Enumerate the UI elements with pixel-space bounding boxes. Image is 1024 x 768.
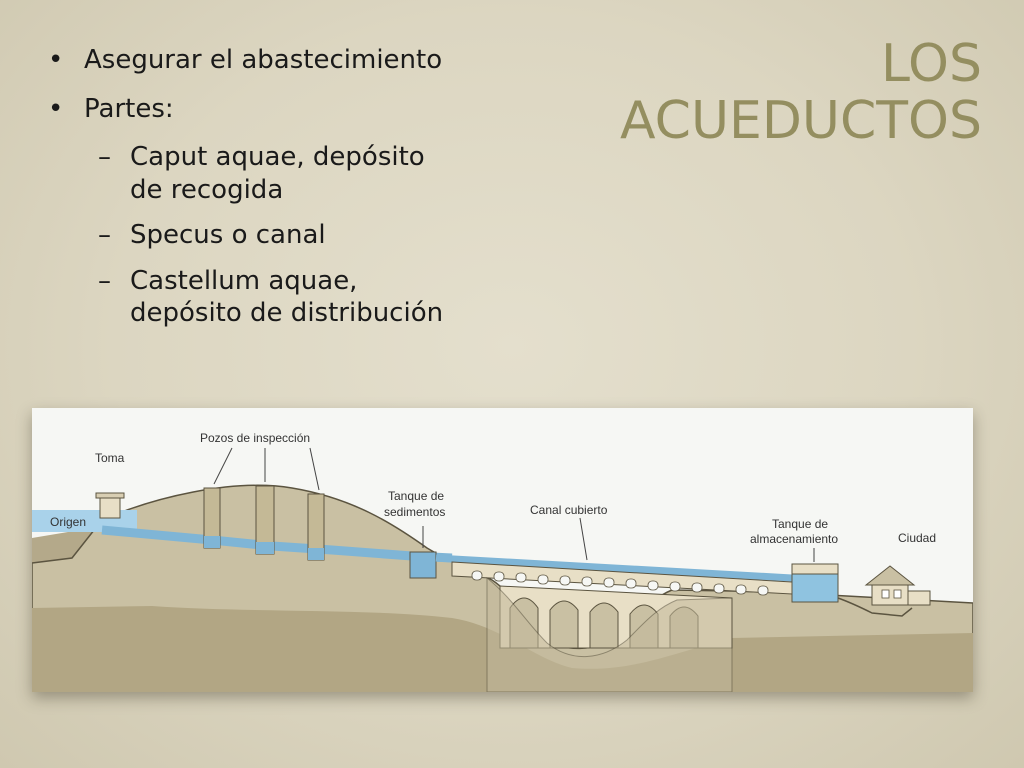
label-canal: Canal cubierto bbox=[530, 503, 608, 517]
leader-lines bbox=[213, 447, 815, 562]
sub-bullet-caput: Caput aquae, depósito de recogida bbox=[40, 141, 510, 206]
bullet-list: Asegurar el abastecimiento Partes: Caput… bbox=[40, 44, 510, 343]
label-tanque-sedimentos-1: Tanque de bbox=[388, 489, 444, 503]
bullet-asegurar: Asegurar el abastecimiento bbox=[40, 44, 510, 77]
valley-front bbox=[486, 576, 733, 692]
label-ciudad: Ciudad bbox=[898, 531, 936, 545]
channel bbox=[435, 554, 793, 582]
slide-title: LOS ACUEDUCTOS bbox=[620, 34, 982, 152]
label-toma: Toma bbox=[95, 451, 125, 465]
sub-bullet-specus: Specus o canal bbox=[40, 219, 510, 252]
aqueduct-upper-arcade bbox=[451, 561, 793, 596]
label-origen: Origen bbox=[50, 515, 86, 529]
sub-bullet-castellum: Castellum aquae, depósito de distribució… bbox=[40, 265, 510, 330]
sediment-tank bbox=[409, 551, 437, 579]
shaft-3-water bbox=[308, 548, 324, 560]
storage-tank-top bbox=[791, 563, 839, 575]
bullet-partes: Partes: bbox=[40, 93, 510, 126]
pipe-to-city bbox=[837, 597, 913, 617]
shaft-1-water bbox=[204, 536, 220, 548]
label-pozos: Pozos de inspección bbox=[200, 431, 310, 445]
toma-tower bbox=[99, 495, 121, 519]
aqueduct-diagram-svg: Toma Origen Pozos de inspección Tanque d… bbox=[32, 431, 973, 692]
label-tanque-sedimentos-2: sedimentos bbox=[384, 505, 445, 519]
aqueduct-diagram: Toma Origen Pozos de inspección Tanque d… bbox=[32, 408, 973, 692]
label-tanque-almacen-2: almacenamiento bbox=[750, 532, 838, 546]
shaft-2-water bbox=[256, 542, 274, 554]
sub-bullet-list: Caput aquae, depósito de recogida Specus… bbox=[40, 141, 510, 330]
toma-cap bbox=[95, 492, 125, 499]
city-house bbox=[864, 565, 931, 606]
label-tanque-almacen-1: Tanque de bbox=[772, 517, 828, 531]
